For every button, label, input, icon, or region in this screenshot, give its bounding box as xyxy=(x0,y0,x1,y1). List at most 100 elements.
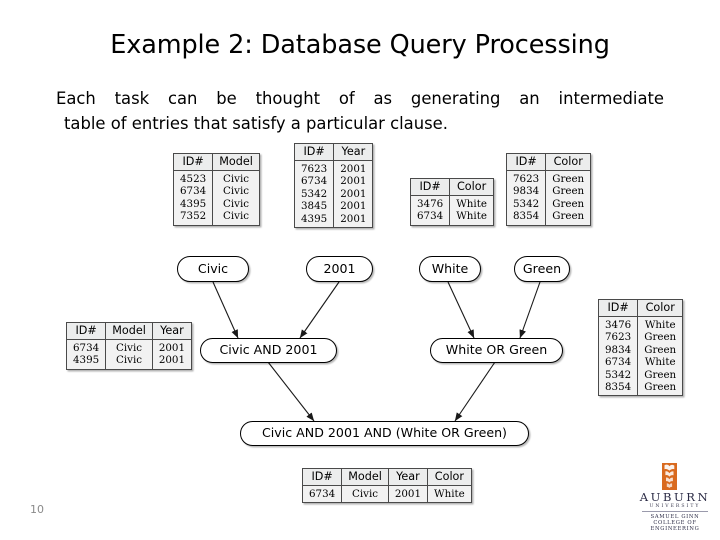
column-header: ID# xyxy=(293,143,335,161)
arrow-green-to-whitegreen xyxy=(519,281,541,339)
node-white-or-green[interactable]: White OR Green xyxy=(430,338,563,363)
table-row: 4395 2001 xyxy=(293,212,374,229)
table-row: 4523 Civic xyxy=(172,170,260,186)
table-cell: White xyxy=(427,485,472,504)
column-header: Color xyxy=(427,468,472,486)
column-header: Year xyxy=(387,468,429,486)
column-header: Model xyxy=(105,322,153,340)
table-cell: 4395 xyxy=(293,212,335,229)
table-cell: 5342 xyxy=(597,368,639,382)
column-header: ID# xyxy=(505,153,547,171)
table-cell: 7623 xyxy=(597,331,639,344)
node-final-query[interactable]: Civic AND 2001 AND (White OR Green) xyxy=(240,421,529,446)
table-cell: 7623 xyxy=(505,170,547,186)
table-row: 6734 White xyxy=(597,356,684,369)
column-header: ID# xyxy=(597,299,639,317)
table-cell: 2001 xyxy=(333,160,374,176)
page-title: Example 2: Database Query Processing xyxy=(110,30,610,60)
table-header-row: ID# Color xyxy=(597,299,684,317)
table-cell: 6734 xyxy=(172,185,214,198)
node-green[interactable]: Green xyxy=(514,256,570,282)
node-label: Civic AND 2001 AND (White OR Green) xyxy=(262,425,507,441)
column-header: Color xyxy=(449,178,494,196)
table-civic-and-2001: ID# Model Year 6734 Civic 2001 4395 Civi… xyxy=(65,322,193,370)
table-cell: White xyxy=(637,316,684,332)
table-cell: 4395 xyxy=(172,197,214,211)
table-cell: 3845 xyxy=(293,200,335,213)
table-row: 6734 Civic 2001 xyxy=(65,339,193,355)
node-label: Civic AND 2001 xyxy=(219,342,318,358)
table-cell: White xyxy=(637,356,684,369)
column-header: ID# xyxy=(172,153,214,171)
table-header-row: ID# Color xyxy=(505,153,592,171)
column-header: Year xyxy=(151,322,193,340)
node-white[interactable]: White xyxy=(419,256,481,282)
table-cell: White xyxy=(449,195,494,211)
table-row: 8354 Green xyxy=(505,210,592,226)
table-cell: 7352 xyxy=(172,210,214,226)
table-cell: White xyxy=(449,210,494,226)
logo-subtitle: UNIVERSITY xyxy=(649,504,701,509)
table-cell: 3476 xyxy=(597,316,639,332)
node-label: Civic xyxy=(197,260,229,276)
table-cell: Green xyxy=(637,381,684,397)
column-header: ID# xyxy=(409,178,451,196)
body-text-line-2: table of entries that satisfy a particul… xyxy=(64,114,448,133)
table-row: 8354 Green xyxy=(597,381,684,397)
table-cell: Green xyxy=(545,197,592,211)
table-row: 9834 Green xyxy=(597,343,684,357)
arrow-civic2001-to-final xyxy=(267,361,315,422)
table-cell: 7623 xyxy=(293,160,335,176)
table-row: 6734 Civic xyxy=(172,185,260,198)
table-cell: 3476 xyxy=(409,195,451,211)
column-header: ID# xyxy=(301,468,343,486)
table-cell: 9834 xyxy=(597,343,639,357)
node-civic-and-2001[interactable]: Civic AND 2001 xyxy=(200,338,337,363)
table-row: 6734 2001 xyxy=(293,175,374,188)
table-header-row: ID# Year xyxy=(293,143,374,161)
node-civic[interactable]: Civic xyxy=(177,256,249,282)
table-cell: Civic xyxy=(212,197,260,211)
table-cell: 6734 xyxy=(65,339,107,355)
table-cell: 9834 xyxy=(505,185,547,198)
auburn-university-logo: AUBURN UNIVERSITY SAMUEL GINN COLLEGE OF… xyxy=(636,463,714,532)
table-row: 4395 Civic 2001 xyxy=(65,354,193,370)
table-cell: 6734 xyxy=(597,356,639,369)
node-label: Green xyxy=(522,260,562,276)
logo-college-line-2: COLLEGE OF ENGINEERING xyxy=(650,520,700,532)
table-model: ID# Model 4523 Civic 6734 Civic 4395 Civ… xyxy=(172,153,260,226)
table-cell: 6734 xyxy=(293,175,335,188)
table-cell: Civic xyxy=(341,485,389,504)
table-cell: Civic xyxy=(212,185,260,198)
table-cell: Civic xyxy=(212,210,260,226)
table-cell: 2001 xyxy=(333,187,374,201)
body-text: Each task can be thought of as generatin… xyxy=(56,86,664,136)
logo-divider xyxy=(642,511,708,512)
table-cell: 8354 xyxy=(505,210,547,226)
table-cell: 2001 xyxy=(333,175,374,188)
table-row: 5342 Green xyxy=(505,197,592,211)
logo-wordmark: AUBURN xyxy=(639,490,711,504)
node-label: White OR Green xyxy=(445,342,548,358)
node-2001[interactable]: 2001 xyxy=(306,256,373,282)
table-cell: 4395 xyxy=(65,354,107,370)
arrow-civic-to-civic2001 xyxy=(212,281,239,339)
table-header-row: ID# Model Year Color xyxy=(301,468,472,486)
table-cell: 6734 xyxy=(301,485,343,504)
table-cell: Green xyxy=(545,185,592,198)
table-row: 7623 Green xyxy=(505,170,592,186)
table-white: ID# Color 3476 White 6734 White xyxy=(409,178,494,226)
table-row: 9834 Green xyxy=(505,185,592,198)
column-header: ID# xyxy=(65,322,107,340)
column-header: Color xyxy=(637,299,684,317)
node-label: White xyxy=(431,260,469,276)
page-number: 10 xyxy=(30,503,44,516)
table-header-row: ID# Model Year xyxy=(65,322,193,340)
table-row: 7623 Green xyxy=(597,331,684,344)
table-cell: 2001 xyxy=(333,212,374,229)
table-green: ID# Color 7623 Green 9834 Green 5342 Gre… xyxy=(505,153,592,226)
table-cell: 2001 xyxy=(151,339,193,355)
table-cell: 2001 xyxy=(151,354,193,370)
column-header: Color xyxy=(545,153,592,171)
